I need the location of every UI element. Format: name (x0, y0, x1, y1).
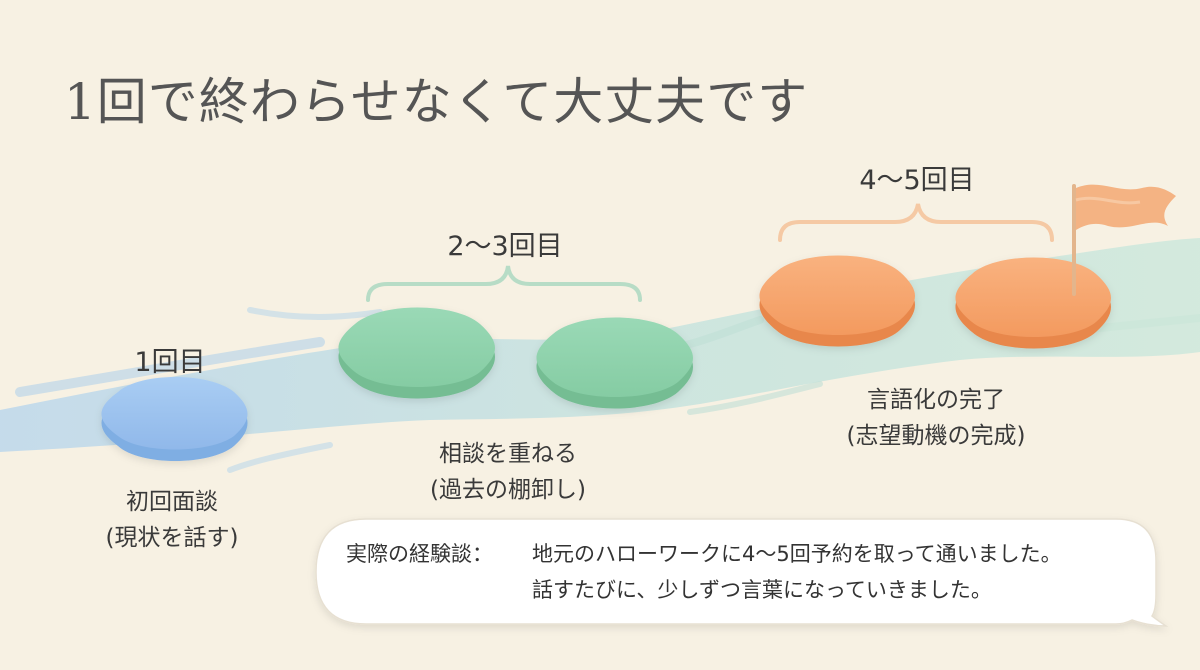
stage-1-caption: 初回面談 (現状を話す) (106, 484, 239, 556)
callout-text: 実際の経験談： 地元のハローワークに4〜5回予約を取って通いました。 話すたびに… (346, 536, 1126, 608)
stage-3-label: 4〜5回目 (859, 165, 975, 196)
callout-label: 実際の経験談： (346, 542, 493, 566)
callout-bubble (315, 518, 1169, 627)
stage-1-caption-line1: 初回面談 (125, 489, 218, 515)
stage-2-caption-line1: 相談を重ねる (438, 441, 577, 467)
stage-3-caption: 言語化の完了 (志望動機の完成) (847, 382, 1026, 454)
stage-3-caption-line1: 言語化の完了 (866, 387, 1005, 413)
stone-stage-2a (338, 307, 495, 399)
stage-3-caption-line2: (志望動機の完成) (846, 423, 1026, 449)
stage-2-caption-line2: (過去の棚卸し) (430, 477, 586, 503)
stone-stage-1 (101, 377, 248, 461)
callout-line1: 地元のハローワークに4〜5回予約を取って通いました。 (532, 542, 1062, 566)
stage-1-label: 1回目 (134, 347, 206, 378)
stage-1-caption-line2: (現状を話す) (105, 525, 239, 551)
stage-2-caption: 相談を重ねる (過去の棚卸し) (430, 436, 586, 508)
callout-line2: 話すたびに、少しずつ言葉になっていきました。 (532, 578, 992, 602)
flag-icon (1072, 184, 1176, 296)
bracket-stage-3 (778, 203, 1054, 242)
stone-stage-3b (955, 257, 1111, 349)
callout-body: 地元のハローワークに4〜5回予約を取って通いました。 話すたびに、少しずつ言葉に… (532, 536, 1062, 608)
stage-2-label: 2〜3回目 (447, 231, 563, 262)
bracket-stage-2 (366, 265, 642, 302)
stone-stage-2b (536, 317, 693, 409)
stone-stage-3a (759, 255, 915, 347)
page-title: 1回で終わらせなくて大丈夫です (64, 73, 809, 131)
